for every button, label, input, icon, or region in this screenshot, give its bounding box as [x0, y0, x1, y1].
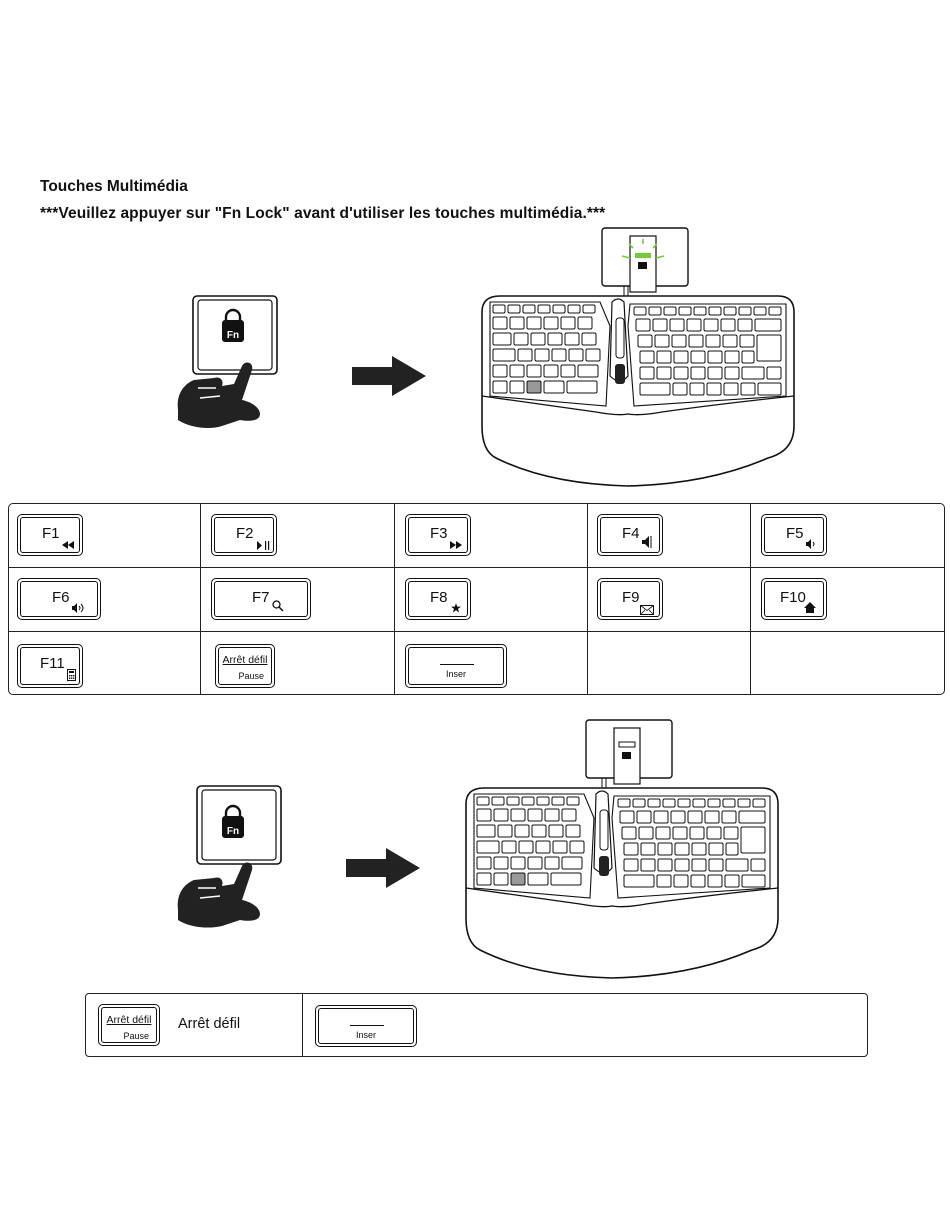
insert-key: Inser [405, 644, 507, 688]
f5-key-label: F5 [786, 525, 804, 542]
scroll-lock-pause-key-2: Arrêt défil Pause [98, 1004, 160, 1046]
pause-label-2: Pause [99, 1031, 159, 1041]
f11-key: F11 [17, 644, 83, 688]
fn-lock-press-illustration-1: Fn [170, 290, 290, 440]
fn-lock-led-off [619, 742, 635, 747]
insert-key-2: Inser [315, 1005, 417, 1047]
f7-key: F7 [211, 578, 311, 620]
f2-key: F2 [211, 514, 277, 556]
f6-key: F6 [17, 578, 101, 620]
fn-lock-press-illustration-2: Fn [170, 780, 290, 930]
scroll-lock-label-2: Arrêt défil [99, 1014, 159, 1026]
star-icon [451, 603, 461, 613]
mail-icon [640, 605, 654, 615]
f6-key-label: F6 [52, 589, 70, 606]
section-heading: Touches Multimédia [40, 178, 188, 196]
f9-key: F9 [597, 578, 663, 620]
fast-forward-icon [450, 541, 462, 549]
fn-lock-key: Fn [193, 296, 277, 374]
f8-key: F8 [405, 578, 471, 620]
insert-label-2: Inser [316, 1030, 416, 1040]
f9-key-label: F9 [622, 589, 640, 606]
mute-icon [642, 535, 654, 549]
fn-lock-led [635, 253, 651, 258]
f3-key-label: F3 [430, 525, 448, 542]
fn-lock-notice: ***Veuillez appuyer sur "Fn Lock" avant … [40, 205, 605, 223]
f8-key-label: F8 [430, 589, 448, 606]
scroll-lock-table: Arrêt défil Pause Arrêt défil Inser [85, 993, 868, 1057]
f3-key: F3 [405, 514, 471, 556]
f11-key-label: F11 [40, 655, 65, 672]
fn-lock-key-2: Fn [197, 786, 281, 864]
keyboard-illustration-2 [462, 718, 787, 982]
f4-key: F4 [597, 514, 663, 556]
f4-key-label: F4 [622, 525, 640, 542]
right-arrow-icon [350, 356, 428, 396]
volume-up-icon [72, 603, 86, 613]
pointing-hand-icon-2 [178, 863, 260, 928]
calculator-icon [67, 669, 76, 681]
search-icon [272, 600, 284, 612]
f10-key: F10 [761, 578, 827, 620]
fn-lock-key-label-2: Fn [227, 826, 239, 837]
insert-label: Inser [406, 669, 506, 679]
f10-key-label: F10 [780, 589, 806, 606]
scroll-lock-pause-key: Arrêt défil Pause [215, 644, 275, 688]
pause-label: Pause [216, 671, 274, 681]
play-pause-icon [257, 541, 271, 550]
home-icon [804, 602, 816, 613]
volume-down-icon [806, 539, 818, 549]
f2-key-label: F2 [236, 525, 254, 542]
f7-key-label: F7 [252, 589, 270, 606]
f5-key: F5 [761, 514, 827, 556]
scroll-lock-label: Arrêt défil [216, 654, 274, 666]
keyboard-illustration-1 [478, 226, 803, 490]
fn-media-key-table: F1 F2 F3 F4 F5 F6 F7 F8 F9 F10 [8, 503, 945, 695]
right-arrow-icon-2 [344, 848, 422, 888]
scroll-lock-description: Arrêt défil [178, 1016, 240, 1032]
f1-key-label: F1 [42, 525, 60, 542]
f1-key: F1 [17, 514, 83, 556]
rewind-icon [62, 541, 74, 549]
fn-lock-key-label: Fn [227, 330, 239, 341]
